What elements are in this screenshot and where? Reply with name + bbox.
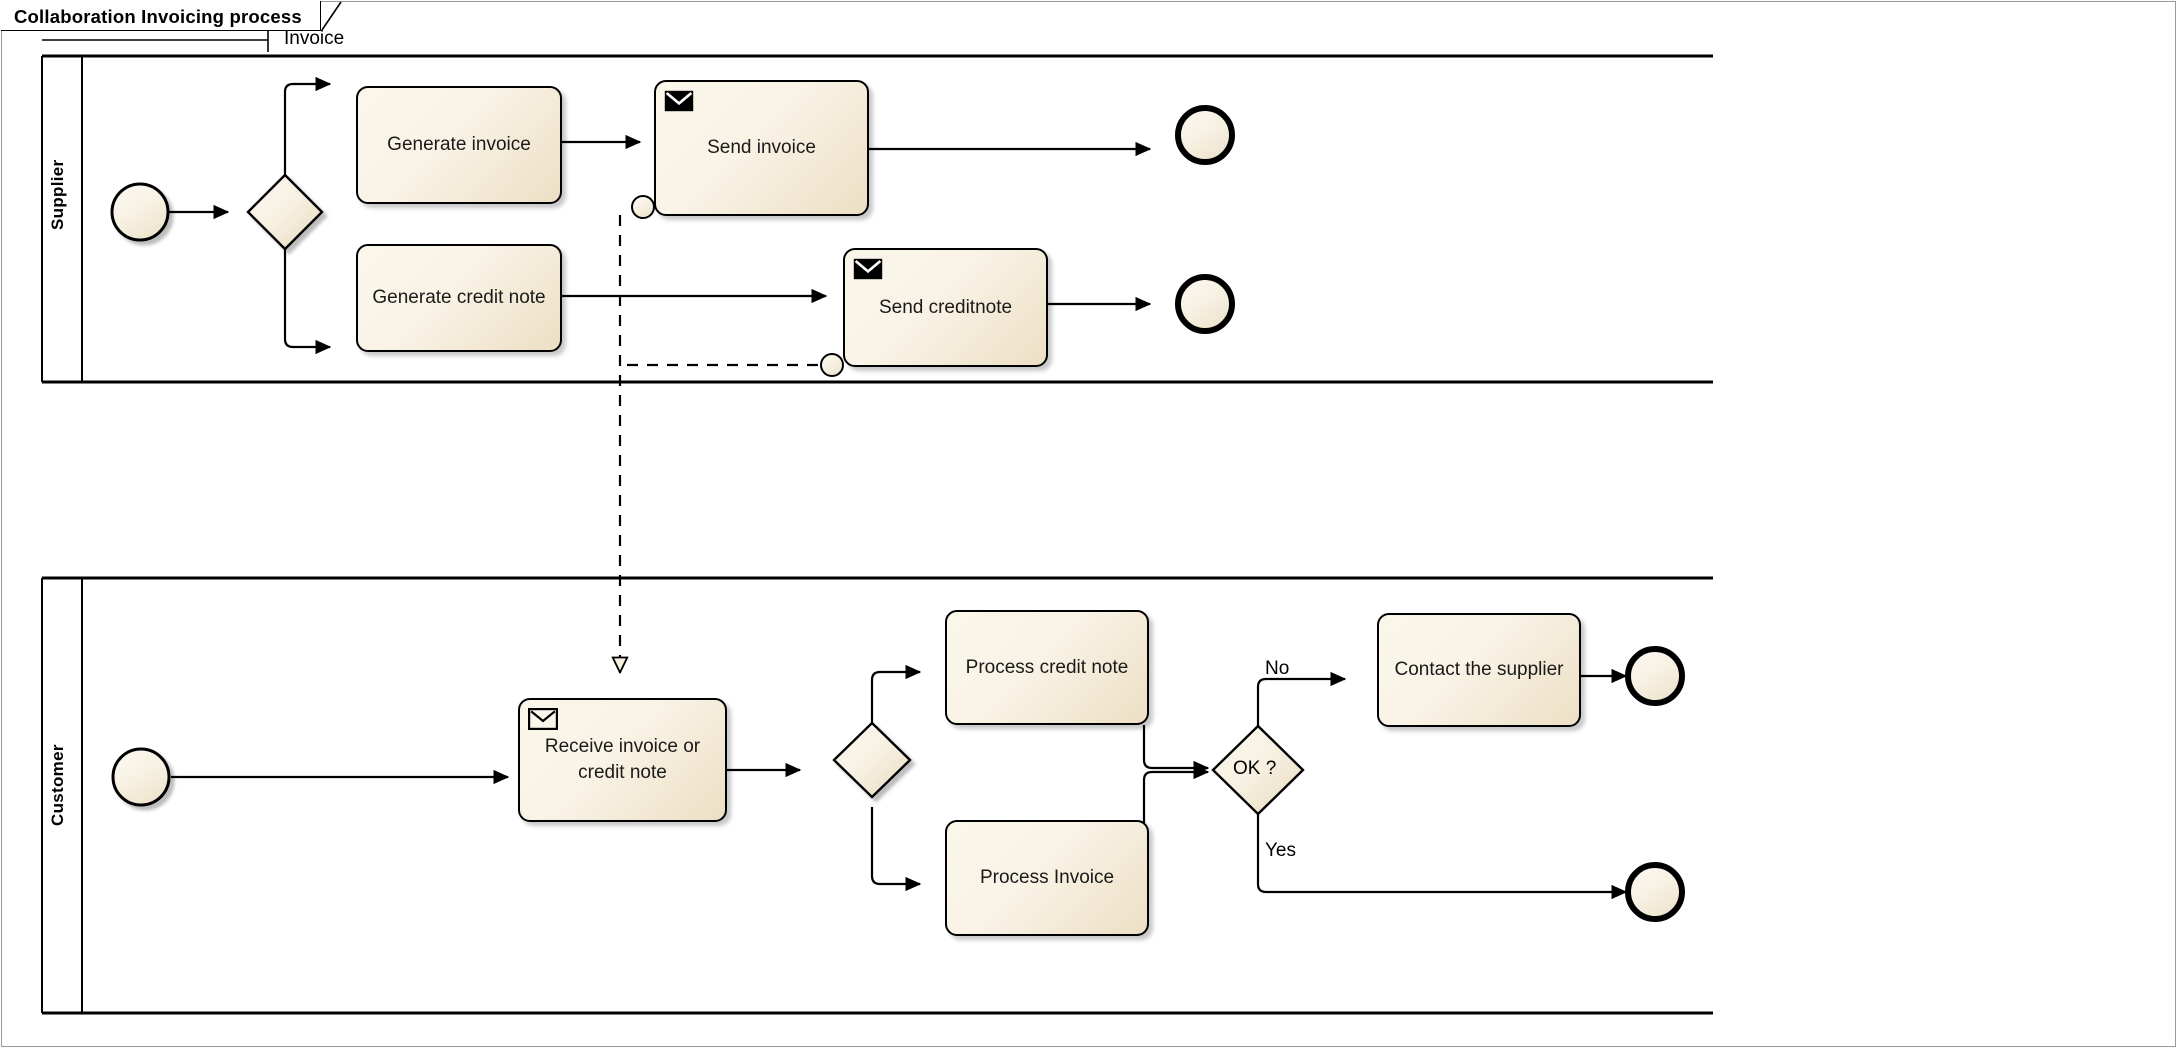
task-generate-invoice[interactable]: Generate invoice: [356, 86, 562, 204]
receive-message-icon: [528, 708, 558, 730]
task-contact-the-supplier[interactable]: Contact the supplier: [1377, 613, 1581, 727]
task-process-invoice[interactable]: Process Invoice: [945, 820, 1149, 936]
page-title: Collaboration Invoicing process: [14, 6, 302, 27]
flow-label-no: No: [1265, 658, 1290, 679]
flow-label-yes: Yes: [1265, 840, 1296, 861]
pool-label-customer: Customer: [48, 744, 67, 826]
task-generate-credit-note[interactable]: Generate credit note: [356, 244, 562, 352]
send-message-icon: [664, 90, 694, 112]
pool-label-supplier: Supplier: [48, 159, 67, 231]
task-send-creditnote[interactable]: Send creditnote: [843, 248, 1048, 367]
diagram-title-tab: Collaboration Invoicing process: [1, 1, 321, 31]
task-label: Process Invoice: [979, 867, 1115, 889]
task-label: Generate credit note: [372, 287, 546, 309]
task-label: Receive invoice or credit note: [544, 736, 701, 783]
task-process-credit-note[interactable]: Process credit note: [945, 610, 1149, 725]
task-label: Send invoice: [707, 137, 816, 159]
task-send-invoice[interactable]: Send invoice: [654, 80, 869, 216]
send-message-icon: [853, 258, 883, 280]
title-tab-slash-icon: [321, 1, 342, 31]
gateway-label-ok: OK ?: [1233, 758, 1277, 779]
task-label: Send creditnote: [878, 296, 1013, 318]
task-label: Generate invoice: [387, 134, 531, 156]
task-receive-invoice-or-credit-note[interactable]: Receive invoice or credit note: [518, 698, 727, 822]
task-label: Contact the supplier: [1394, 659, 1564, 681]
task-label: Process credit note: [965, 656, 1129, 678]
message-flow-label-invoice: Invoice: [284, 28, 345, 49]
